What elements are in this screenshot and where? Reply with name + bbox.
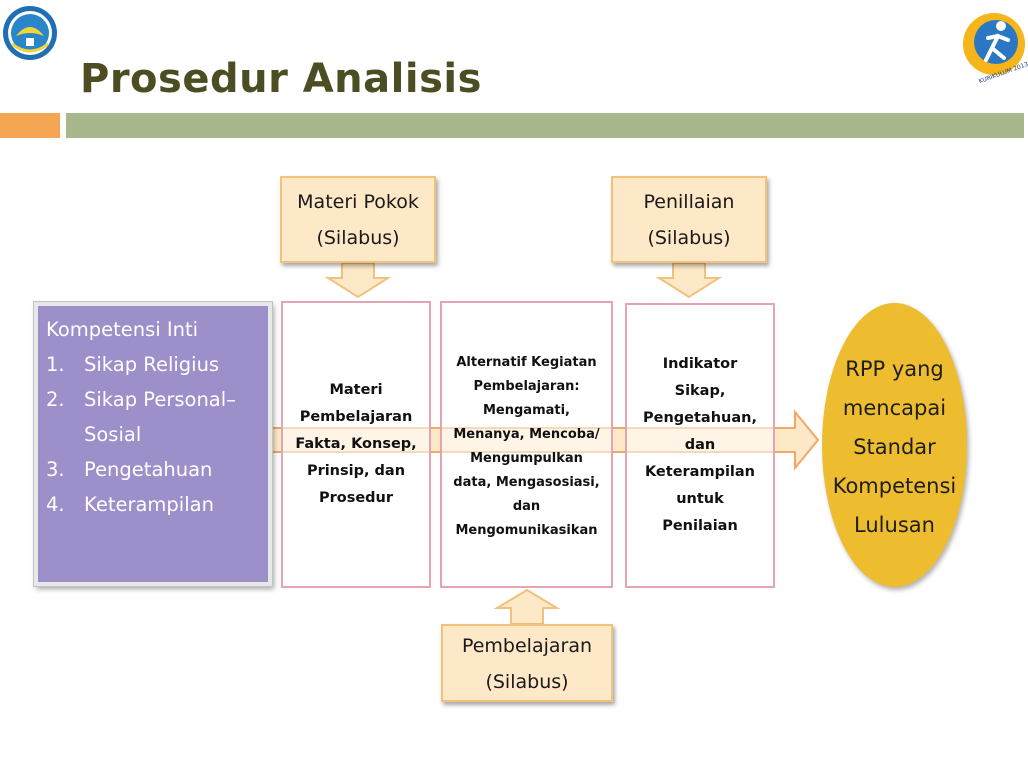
indikator-line: Penilaian bbox=[662, 518, 738, 534]
materi-line: Prosedur bbox=[318, 490, 394, 506]
penilaian-box: Penillaian (Silabus) bbox=[611, 176, 767, 263]
accent-bar-green bbox=[66, 113, 1024, 138]
alternatif-line: data, Mengasosiasi, bbox=[453, 475, 600, 490]
indikator-line: Pengetahuan, bbox=[643, 410, 757, 426]
materi-pokok-line: (Silabus) bbox=[316, 227, 400, 249]
indikator-line: Indikator bbox=[662, 356, 738, 372]
alternatif-line: Mengomunikasikan bbox=[455, 523, 598, 538]
alternatif-line: Alternatif Kegiatan bbox=[456, 355, 597, 370]
penilaian-line: (Silabus) bbox=[647, 227, 731, 249]
rpp-line: mencapai bbox=[842, 396, 947, 420]
kurikulum-2013-logo-icon: KURIKULUM 2013 bbox=[963, 13, 1028, 85]
materi-pembelajaran-box: Materi Pembelajaran Fakta, Konsep, Prins… bbox=[281, 301, 431, 588]
kompetensi-item: 3.Pengetahuan bbox=[46, 458, 213, 481]
indikator-box: Indikator Sikap, Pengetahuan, dan Ketera… bbox=[625, 303, 775, 588]
materi-line: Materi bbox=[329, 382, 383, 398]
rpp-oval bbox=[822, 303, 967, 587]
rpp-line: Lulusan bbox=[854, 513, 935, 537]
pembelajaran-box: Pembelajaran (Silabus) bbox=[441, 624, 613, 702]
indikator-line: untuk bbox=[676, 491, 724, 507]
kemendikbud-logo-icon bbox=[3, 6, 57, 60]
kompetensi-item: 4.Keterampilan bbox=[46, 493, 214, 516]
alternatif-line: Mengamati, bbox=[482, 403, 570, 418]
alternatif-line: dan bbox=[512, 499, 541, 514]
kompetensi-item: 1.Sikap Religius bbox=[46, 353, 220, 376]
kompetensi-inti-box: Kompetensi Inti 1.Sikap Religius 2.Sikap… bbox=[33, 301, 273, 587]
page-title: Prosedur Analisis bbox=[80, 56, 482, 102]
rpp-line: Standar bbox=[853, 435, 936, 459]
rpp-line: Kompetensi bbox=[832, 474, 957, 498]
materi-pokok-box: Materi Pokok (Silabus) bbox=[280, 176, 436, 263]
alternatif-line: Pembelajaran: bbox=[473, 379, 580, 394]
alternatif-line: Mengumpulkan bbox=[470, 451, 583, 466]
pembelajaran-line: (Silabus) bbox=[485, 671, 569, 693]
rpp-oval-text: RPP yang mencapai Standar Kompetensi Lul… bbox=[822, 350, 967, 545]
pembelajaran-line: Pembelajaran bbox=[461, 635, 593, 657]
indikator-line: dan bbox=[684, 437, 716, 453]
kompetensi-item: 2.Sikap Personal– bbox=[46, 388, 236, 411]
indikator-line: Sikap, bbox=[674, 383, 726, 399]
materi-pokok-line: Materi Pokok bbox=[297, 191, 419, 213]
indikator-line: Keterampilan bbox=[644, 464, 756, 480]
kompetensi-heading: Kompetensi Inti bbox=[46, 318, 199, 341]
down-arrow-penilaian bbox=[655, 262, 723, 299]
materi-line: Fakta, Konsep, bbox=[295, 436, 417, 452]
alternatif-line: Menanya, Mencoba/ bbox=[453, 427, 600, 442]
accent-bar-orange bbox=[0, 113, 60, 138]
penilaian-line: Penillaian bbox=[643, 191, 735, 213]
up-arrow-pembelajaran bbox=[493, 588, 561, 625]
materi-line: Prinsip, dan bbox=[306, 463, 406, 479]
down-arrow-materi bbox=[324, 262, 392, 299]
rpp-line: RPP yang bbox=[845, 357, 944, 381]
kompetensi-item-continued: Sosial bbox=[84, 423, 142, 446]
materi-line: Pembelajaran bbox=[299, 409, 413, 425]
alternatif-kegiatan-box: Alternatif Kegiatan Pembelajaran: Mengam… bbox=[440, 301, 613, 588]
